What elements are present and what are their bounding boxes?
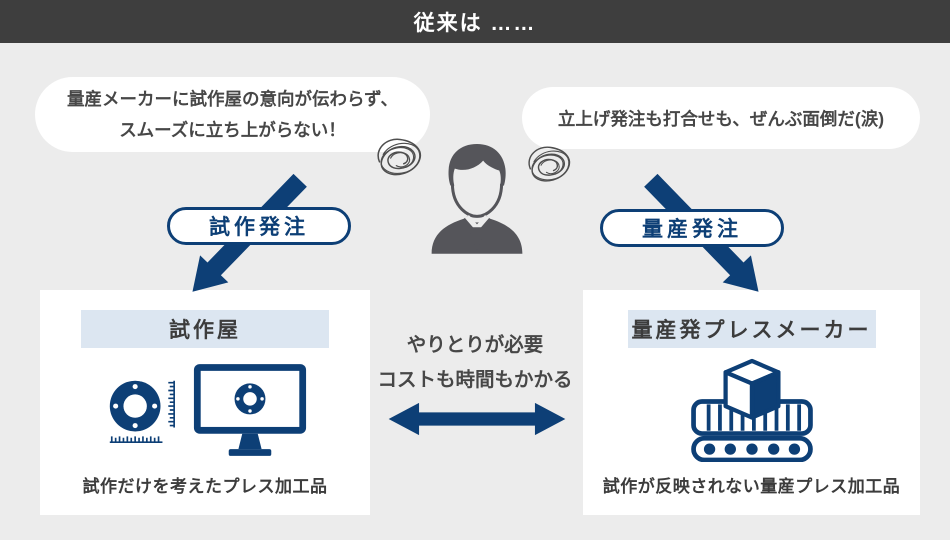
production-order-pill: 量産発注 <box>600 209 784 247</box>
production-card-title: 量産発プレスメーカー <box>627 310 876 348</box>
confusion-scribble-left-icon <box>377 138 421 176</box>
production-bubble-text: 立上げ発注も打合せも、ぜんぶ面倒だ(涙) <box>557 108 885 129</box>
prototype-shop-card: 試作屋 <box>40 290 370 515</box>
prototype-order-pill: 試作発注 <box>167 207 351 245</box>
conveyor-belt-box-icon <box>690 358 813 462</box>
page-title: 従来は …… <box>413 11 537 35</box>
production-card-caption: 試作が反映されない量産プレス加工品 <box>602 477 901 496</box>
businessman-icon <box>431 144 523 254</box>
prototype-order-label: 試作発注 <box>209 216 309 239</box>
exchange-note-line1: やりとりが必要 <box>406 334 544 356</box>
monitor-part-icon <box>193 363 307 456</box>
prototype-card-caption: 試作だけを考えたプレス加工品 <box>82 477 328 496</box>
exchange-note: やりとりが必要 コストも時間もかかる <box>360 328 590 398</box>
double-arrow-icon <box>388 402 566 436</box>
production-maker-card: 量産発プレスメーカー 試作が反映されない量産プレス加工品 <box>583 290 920 515</box>
production-card-icons <box>686 348 818 472</box>
production-speech-bubble: 立上げ発注も打合せも、ぜんぶ面倒だ(涙) <box>522 87 920 149</box>
prototype-card-title: 試作屋 <box>81 310 329 348</box>
prototype-speech-bubble: 量産メーカーに試作屋の意向が伝わらず、 スムーズに立ち上がらない！ <box>35 77 430 152</box>
confusion-scribble-right-icon <box>528 146 571 182</box>
header-bar: 従来は …… <box>0 0 950 43</box>
exchange-note-line2: コストも時間もかかる <box>377 369 573 391</box>
prototype-bubble-line1: 量産メーカーに試作屋の意向が伝わらず、 <box>67 88 398 109</box>
flange-part-ruler-icon <box>109 380 175 444</box>
prototype-bubble-line2: スムーズに立ち上がらない！ <box>119 119 346 140</box>
prototype-card-icons <box>102 348 308 472</box>
production-order-label: 量産発注 <box>642 218 742 241</box>
